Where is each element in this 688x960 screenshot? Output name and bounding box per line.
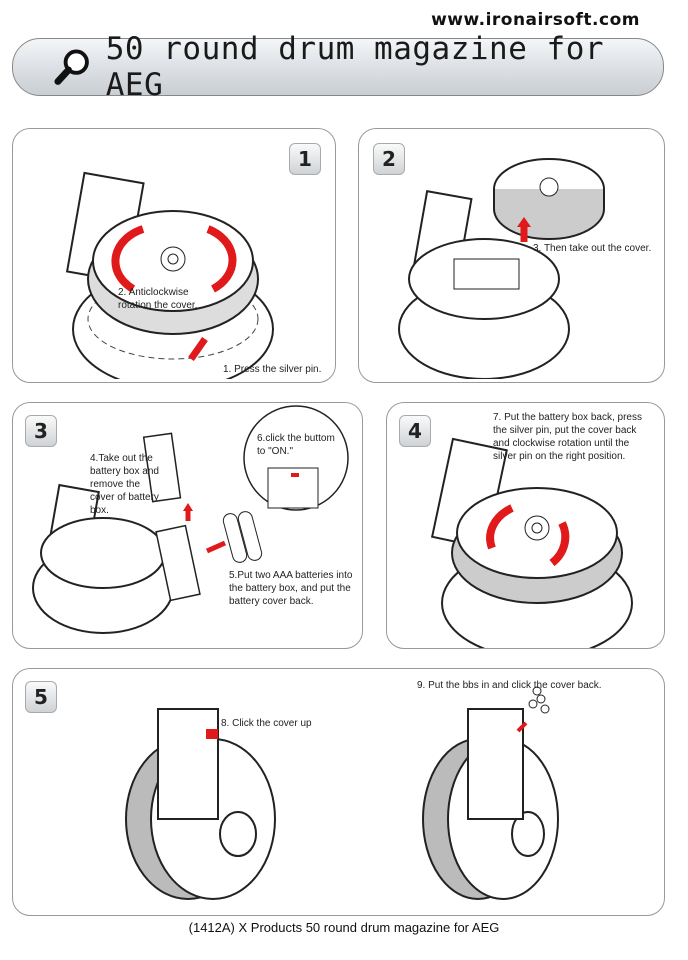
step-note: 4.Take out the battery box and remove th…	[90, 453, 159, 516]
step-note: 6.click the buttom to "ON."	[257, 433, 335, 457]
drum-side-illustration	[125, 686, 559, 900]
step-number: 3	[25, 415, 57, 447]
step-note: 3. Then take out the cover.	[533, 243, 652, 254]
step-4-panel: 4 7. Put the battery box back, press the…	[386, 402, 665, 649]
battery-illustration	[32, 405, 349, 634]
step-1-panel: 1 2. Anticlockwise rotation the cover. 1…	[12, 128, 336, 383]
step-number: 1	[289, 143, 321, 175]
step-note: 8. Click the cover up	[221, 718, 312, 729]
title-bar: 50 round drum magazine for AEG	[12, 31, 664, 103]
step-note: 5.Put two AAA batteries into the battery…	[229, 570, 353, 607]
step-3-panel: 3 4.Take out the battery box and remove …	[12, 402, 363, 649]
drum-illustration	[65, 171, 274, 379]
step-note: 1. Press the silver pin.	[223, 364, 322, 375]
step-note: 9. Put the bbs in and click the cover ba…	[417, 680, 602, 691]
footer-caption: (1412A) X Products 50 round drum magazin…	[188, 920, 500, 935]
step-5-panel: 5 8. Click the cover up 9. Put the bbs i…	[12, 668, 665, 916]
website-url: www.ironairsoft.com	[431, 10, 640, 30]
step-number: 2	[373, 143, 405, 175]
step-note: 2. Anticlockwise rotation the cover.	[118, 287, 198, 311]
drum-illustration	[398, 158, 605, 379]
page-title: 50 round drum magazine for AEG	[105, 31, 605, 103]
magnifier-icon	[54, 49, 89, 85]
step-number: 4	[399, 415, 431, 447]
step-2-panel: 2 3. Then take out the cover.	[358, 128, 665, 383]
step-number: 5	[25, 681, 57, 713]
step-note: 7. Put the battery box back, press the s…	[493, 412, 642, 462]
drum-illustration	[430, 437, 633, 648]
